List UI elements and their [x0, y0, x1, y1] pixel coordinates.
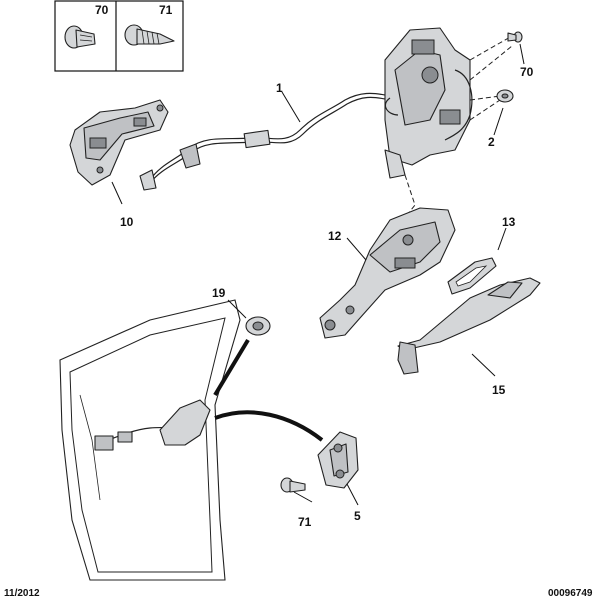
footer-date: 11/2012	[4, 588, 40, 599]
part-5-striker	[317, 431, 359, 489]
door-outline	[59, 299, 241, 581]
callout-10: 10	[120, 215, 134, 229]
part-13-gasket	[447, 257, 497, 295]
screw-70-right-icon	[507, 31, 523, 43]
callout-13: 13	[502, 215, 516, 229]
part-2-grommet	[496, 89, 514, 103]
callout-70-box: 70	[95, 3, 109, 17]
callout-19: 19	[212, 286, 226, 300]
callout-71-box: 71	[159, 3, 173, 17]
callout-2: 2	[488, 135, 495, 149]
door-lock-assembly	[384, 27, 473, 179]
callout-12: 12	[328, 229, 342, 243]
screw-71-bottom-icon	[280, 477, 306, 493]
callout-5: 5	[354, 509, 361, 523]
part-19-grommet	[245, 316, 271, 336]
callout-70-right: 70	[520, 65, 534, 79]
part-12-handle-carrier	[319, 207, 456, 339]
part-15-outer-handle	[397, 277, 541, 375]
screw-71-icon	[124, 24, 175, 46]
part-10-lock-bracket	[69, 99, 169, 186]
callout-15: 15	[492, 383, 506, 397]
fastener-inset	[54, 0, 184, 72]
callout-1: 1	[276, 81, 283, 95]
footer-reference: 00096749	[548, 588, 593, 599]
part-1-cable	[139, 92, 391, 191]
callout-71-bottom: 71	[298, 515, 312, 529]
screw-70-icon	[64, 25, 96, 49]
